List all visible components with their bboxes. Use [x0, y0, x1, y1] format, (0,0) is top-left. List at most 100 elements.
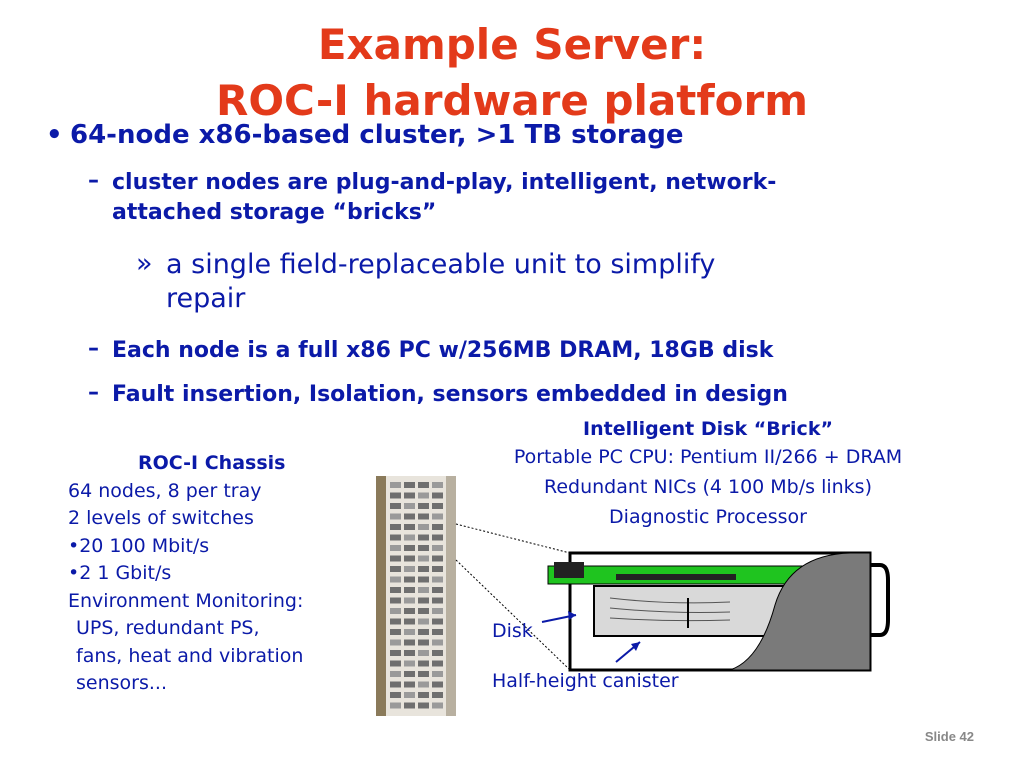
chassis-slot — [418, 503, 429, 509]
chassis-slot — [432, 702, 443, 709]
chassis-slot — [432, 513, 443, 520]
chassis-slot — [404, 681, 415, 688]
chassis-slot — [404, 482, 415, 488]
chassis-slot — [390, 629, 401, 635]
chassis-slot — [432, 608, 443, 614]
chassis-slot — [404, 566, 415, 572]
chassis-slot — [418, 671, 429, 677]
chassis-slot — [432, 492, 443, 499]
chassis-slot — [404, 692, 415, 698]
sub-bullet-3-text: Fault insertion, Isolation, sensors embe… — [112, 382, 788, 407]
chassis-slot — [404, 513, 415, 520]
sub-sub-bullet-line2: repair — [166, 283, 246, 314]
chassis-slot — [390, 534, 401, 541]
chassis-slot — [390, 503, 401, 509]
chassis-slot — [418, 681, 429, 688]
chassis-indented-line: sensors... — [76, 672, 167, 694]
chassis-slot — [432, 576, 443, 583]
chassis-slot — [404, 660, 415, 667]
chassis-slot — [418, 650, 429, 656]
brick-diagram — [455, 523, 890, 672]
slide-number: Slide 42 — [924, 729, 974, 744]
chassis-slot — [390, 702, 401, 709]
chassis-slot — [418, 597, 429, 604]
chassis-slot — [390, 482, 401, 488]
chassis-slot — [404, 618, 415, 625]
disk-label: Disk — [492, 620, 533, 642]
chassis-slot — [404, 555, 415, 562]
chassis-slot — [404, 639, 415, 646]
chassis-slot — [390, 513, 401, 520]
bullet-main-text: 64-node x86-based cluster, >1 TB storage — [70, 120, 684, 150]
chassis-slot — [390, 492, 401, 499]
brick-description: Intelligent Disk “Brick” Portable PC CPU… — [448, 416, 968, 532]
chassis-slot — [432, 681, 443, 688]
chassis-slot — [404, 545, 415, 551]
chassis-slot — [390, 650, 401, 656]
slide-title-line2: ROC-I hardware platform — [216, 76, 808, 125]
chassis-slot — [418, 534, 429, 541]
chassis-line: Environment Monitoring: — [68, 589, 304, 612]
chassis-slot — [418, 618, 429, 625]
sub-bullet-2-text: Each node is a full x86 PC w/256MB DRAM,… — [112, 338, 774, 363]
chassis-slot — [418, 482, 429, 488]
chassis-slot — [390, 566, 401, 572]
chassis-slot — [390, 608, 401, 614]
chassis-slot — [390, 587, 401, 593]
chassis-slot — [404, 671, 415, 677]
chassis-slot — [404, 576, 415, 583]
chassis-slot — [418, 555, 429, 562]
chassis-line: •2 1 Gbit/s — [68, 562, 172, 584]
chassis-slot — [404, 524, 415, 530]
chassis-slot — [404, 608, 415, 614]
chassis-slot — [404, 650, 415, 656]
chassis-slot — [390, 545, 401, 551]
chassis-line: 2 levels of switches — [68, 507, 254, 529]
dash-marker: – — [88, 336, 99, 361]
chassis-slot — [418, 639, 429, 646]
chassis-slot — [418, 587, 429, 593]
chassis-slot — [390, 597, 401, 604]
chassis-slot — [390, 639, 401, 646]
chassis-slot — [390, 671, 401, 677]
chassis-slot — [432, 482, 443, 488]
brick-line-diag: Diagnostic Processor — [609, 506, 807, 528]
chassis-slot — [390, 524, 401, 530]
chassis-slot — [432, 566, 443, 572]
chassis-indented-line: fans, heat and vibration — [76, 644, 304, 667]
chassis-photo — [376, 476, 456, 716]
chassis-slot — [404, 503, 415, 509]
dash-marker: – — [88, 168, 99, 193]
chassis-slot — [404, 702, 415, 709]
dash-marker: – — [88, 380, 99, 405]
chassis-line: 64 nodes, 8 per tray — [68, 479, 262, 502]
canister-handle — [870, 563, 890, 637]
chassis-slot — [390, 618, 401, 625]
chassis-title: ROC-I Chassis — [138, 452, 286, 474]
sub-bullet-1-line2: attached storage “bricks” — [112, 200, 437, 225]
chassis-slot — [390, 660, 401, 667]
chassis-slot — [432, 650, 443, 656]
chassis-slot — [390, 681, 401, 688]
chassis-slot — [390, 576, 401, 583]
slide-title-line1: Example Server: — [317, 20, 707, 69]
sub-sub-bullet-line1: a single field-replaceable unit to simpl… — [166, 249, 716, 280]
chassis-slot — [404, 587, 415, 593]
bullet-marker: • — [46, 120, 63, 150]
brick-line-cpu: Portable PC CPU: Pentium II/266 + DRAM — [513, 446, 903, 468]
chassis-slot — [418, 513, 429, 520]
chassis-slot — [418, 545, 429, 551]
chassis-slot — [432, 692, 443, 698]
chassis-slot — [432, 545, 443, 551]
chassis-slot — [418, 524, 429, 530]
chassis-slot — [418, 692, 429, 698]
chassis-slot — [418, 702, 429, 709]
sub-bullet-1-line1: cluster nodes are plug-and-play, intelli… — [112, 170, 777, 195]
chassis-slot — [404, 492, 415, 499]
chassis-slot — [432, 660, 443, 667]
chassis-slot — [432, 587, 443, 593]
chevron-marker: » — [136, 248, 153, 279]
chassis-slot — [418, 492, 429, 499]
chassis-slot — [404, 629, 415, 635]
chassis-slot — [432, 618, 443, 625]
